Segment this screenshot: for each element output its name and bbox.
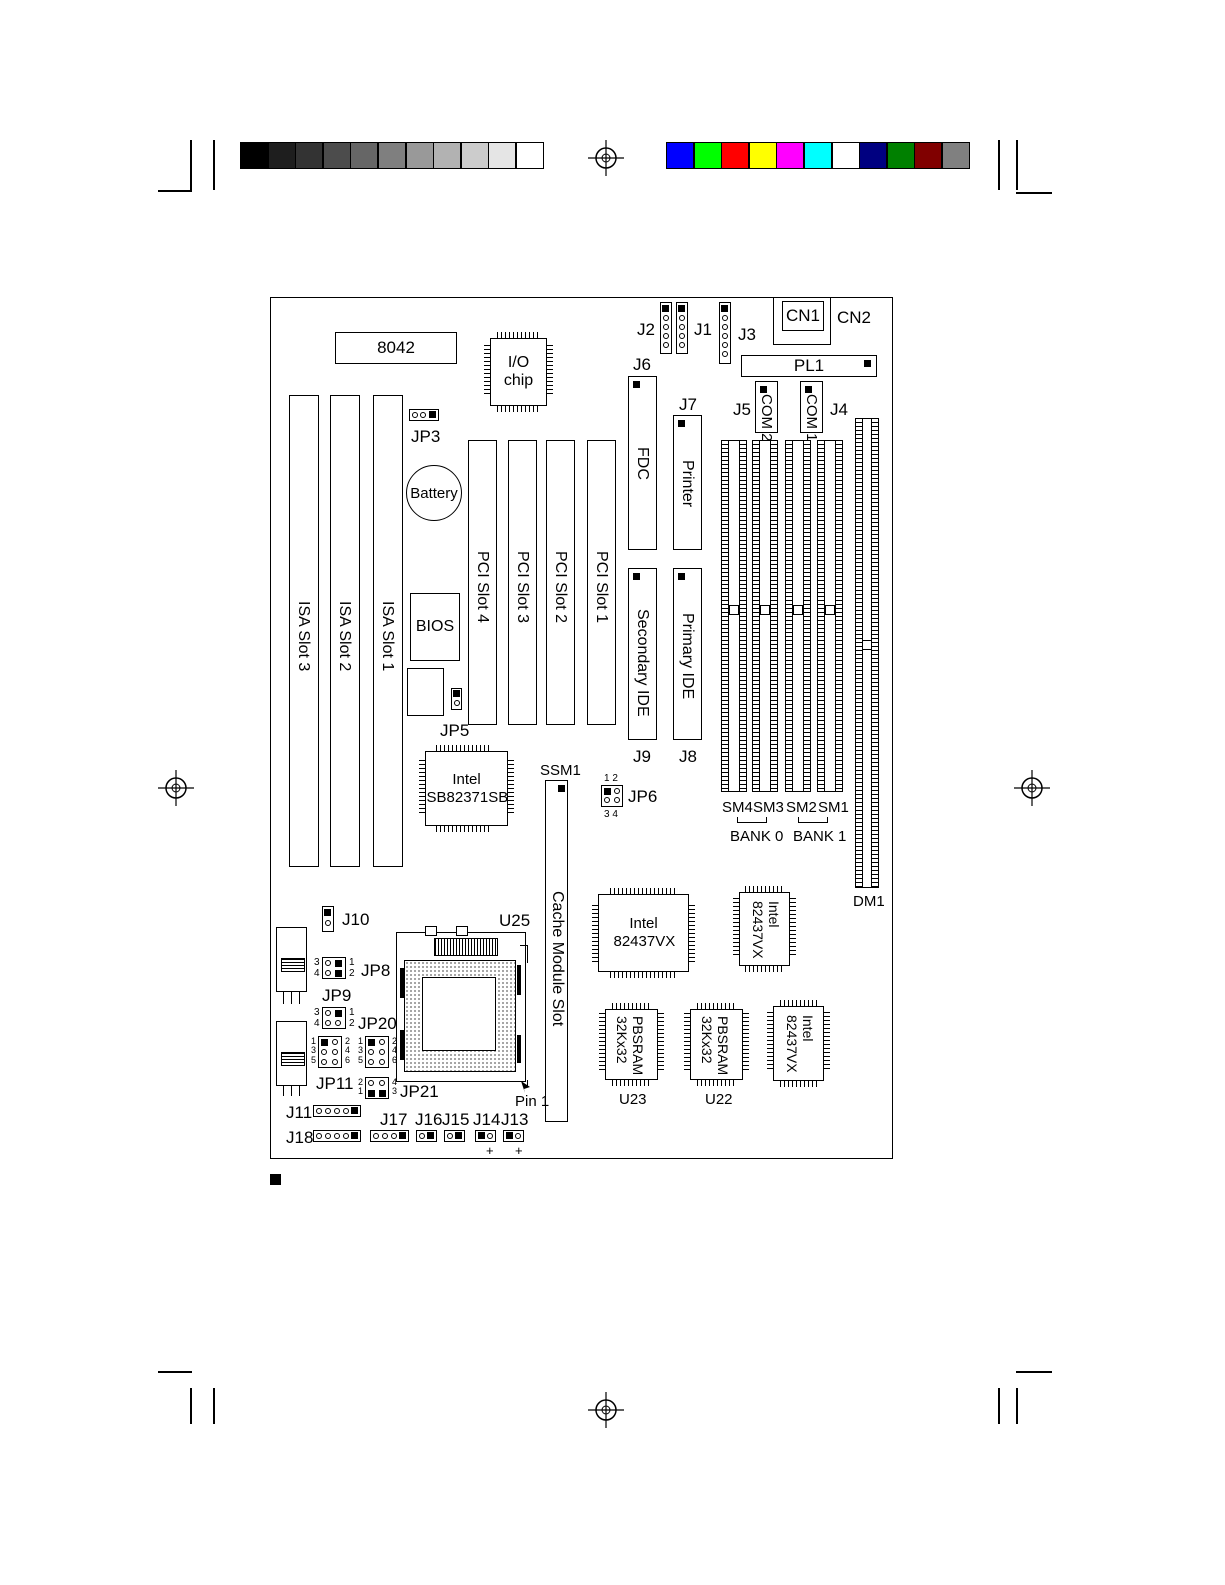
color-swatch [433,142,462,169]
j6-label: J6 [633,355,651,374]
simm-slot-sm1[interactable] [817,440,843,792]
color-swatch [405,142,434,169]
color-swatch [886,142,915,169]
bios-chip: BIOS [410,593,460,661]
color-swatch [378,142,406,169]
j5-label: J5 [733,400,751,419]
com2-header[interactable]: COM 2 [755,381,778,442]
color-swatch [693,142,722,169]
color-swatch [804,142,832,169]
printer-connector[interactable]: Printer [673,415,702,550]
color-swatch [776,142,805,169]
bank1-label: BANK 1 [793,828,847,845]
simm-slot-sm3[interactable] [752,440,778,792]
pci-slot-3[interactable]: PCI Slot 3 [508,440,537,725]
simm-slot-sm2[interactable] [785,440,811,792]
color-swatch [748,142,777,169]
bank1-bracket [798,817,828,823]
pci-slot-2[interactable]: PCI Slot 2 [546,440,575,725]
crosshair-icon [588,140,624,176]
color-swatch [267,142,296,169]
color-swatch [942,142,970,169]
color-swatch [322,142,351,169]
color-swatch [859,142,888,169]
power-connector-pl1[interactable]: PL1 [741,355,877,377]
color-swatch [666,142,694,169]
sm3-label: SM3 [753,799,784,816]
isa-slot-3[interactable]: ISA Slot 3 [289,395,319,867]
cn2-label: CN2 [837,308,872,327]
color-swatch [914,142,943,169]
battery: Battery [406,465,462,521]
isa-slot-1[interactable]: ISA Slot 1 [373,395,403,867]
j4-label: J4 [830,400,848,419]
pin1-arrow-icon [521,1081,530,1093]
fdc-connector[interactable]: FDC [628,376,657,550]
isa-slot-2[interactable]: ISA Slot 2 [330,395,360,867]
connector-cn2-housing [773,297,831,345]
pin1-legend-icon [270,1174,281,1185]
dm1-label: DM1 [853,893,885,910]
j8-label: J8 [679,747,697,766]
pci-slot-1[interactable]: PCI Slot 1 [587,440,616,725]
color-swatch [488,142,517,169]
color-swatch [831,142,860,169]
color-swatch [460,142,489,169]
bank0-bracket [737,817,767,823]
chip-8042: 8042 [335,332,457,364]
simm-slot-sm4[interactable] [721,440,747,792]
crosshair-icon [588,1392,624,1428]
j9-label: J9 [633,747,651,766]
sm2-label: SM2 [786,799,817,816]
secondary-ide-connector[interactable]: Secondary IDE [628,568,657,740]
pl1-pin1 [864,360,871,367]
dimm-slot-dm1[interactable] [855,418,879,888]
color-swatch [516,142,544,169]
j7-label: J7 [679,395,697,414]
pci-slot-4[interactable]: PCI Slot 4 [468,440,497,725]
sm1-label: SM1 [818,799,849,816]
color-swatch [240,142,268,169]
ssm1-label: SSM1 [540,762,581,779]
sm4-label: SM4 [722,799,753,816]
com1-header[interactable]: COM 1 [800,381,823,442]
small-component [407,668,444,716]
primary-ide-connector[interactable]: Primary IDE [673,568,702,740]
color-swatch [295,142,324,169]
color-swatch [350,142,379,169]
color-swatch [721,142,750,169]
connector-cn1[interactable]: CN1 [782,301,824,331]
crosshair-icon [158,770,194,806]
dm1-notch [862,640,872,650]
cache-module-slot[interactable]: Cache Module Slot [545,780,568,1122]
bank0-label: BANK 0 [730,828,784,845]
crosshair-icon [1014,770,1050,806]
